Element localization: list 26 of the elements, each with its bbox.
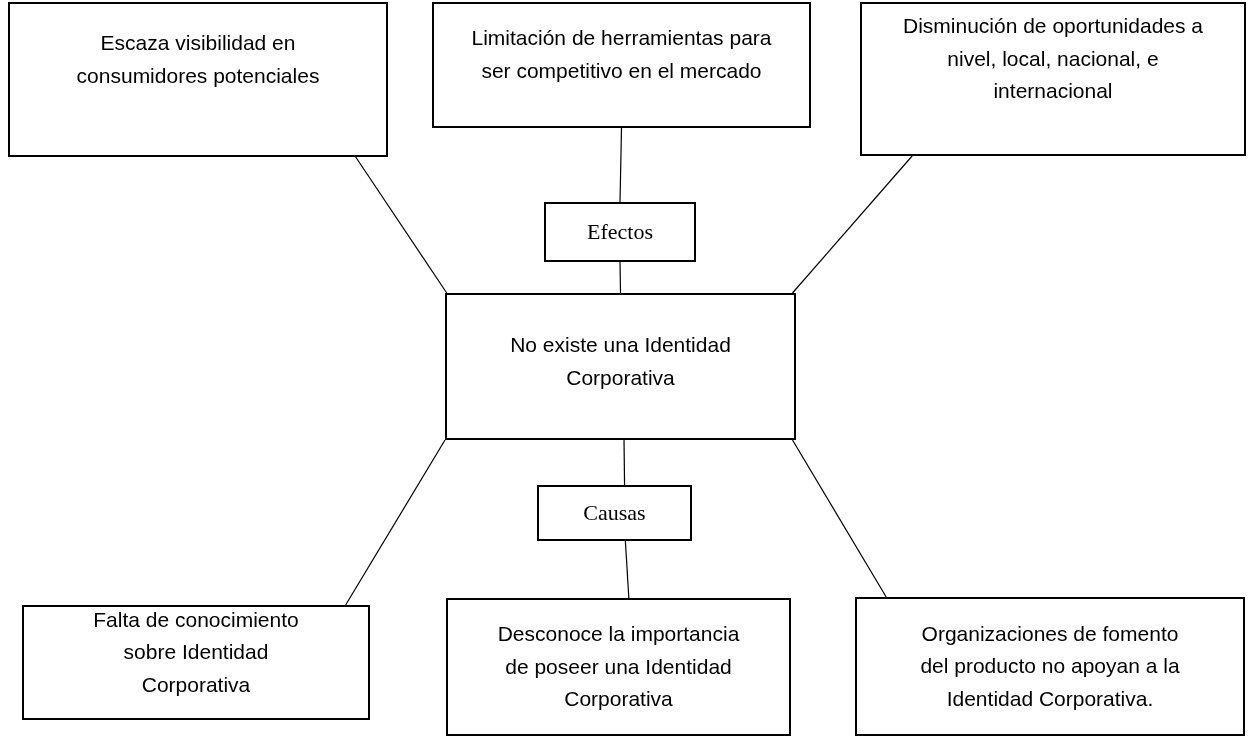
text-box: [860, 2, 1246, 156]
heading-box: [544, 202, 696, 262]
heading-box: [537, 485, 692, 541]
text-box: [445, 293, 796, 440]
connector-line: [619, 261, 622, 294]
text-box: [8, 2, 388, 157]
box-text: Organizaciones de fomento del producto no apoyan a la Identidad Corporativa.: [919, 620, 1181, 712]
box-text: Escaza visibilidad en consumidores potenciales: [75, 29, 321, 89]
box-text: No existe una Identidad Corporativa: [509, 331, 732, 391]
connector-line: [345, 439, 446, 606]
connector-line: [623, 439, 626, 486]
text-box: [432, 2, 811, 128]
connector-line: [619, 127, 623, 203]
connector-line: [355, 156, 448, 294]
box-text: Limitación de herramientas para ser competitivo en el mercado: [471, 25, 772, 84]
text-box: [446, 598, 791, 736]
connector-line: [791, 155, 913, 294]
box-text: Falta de conocimiento sobre Identidad Corporativa: [92, 606, 300, 698]
text-box: [22, 605, 370, 720]
box-text: Desconoce la importancia de poseer una Identidad Corporativa: [496, 621, 741, 713]
box-text: Disminución de oportunidades a nivel, local, nacional, e internacional: [902, 13, 1204, 105]
connector-line: [624, 540, 630, 599]
connector-line: [791, 439, 887, 598]
heading-text: Causas: [583, 498, 646, 527]
heading-text: Efectos: [587, 217, 653, 246]
text-box: [855, 597, 1245, 736]
